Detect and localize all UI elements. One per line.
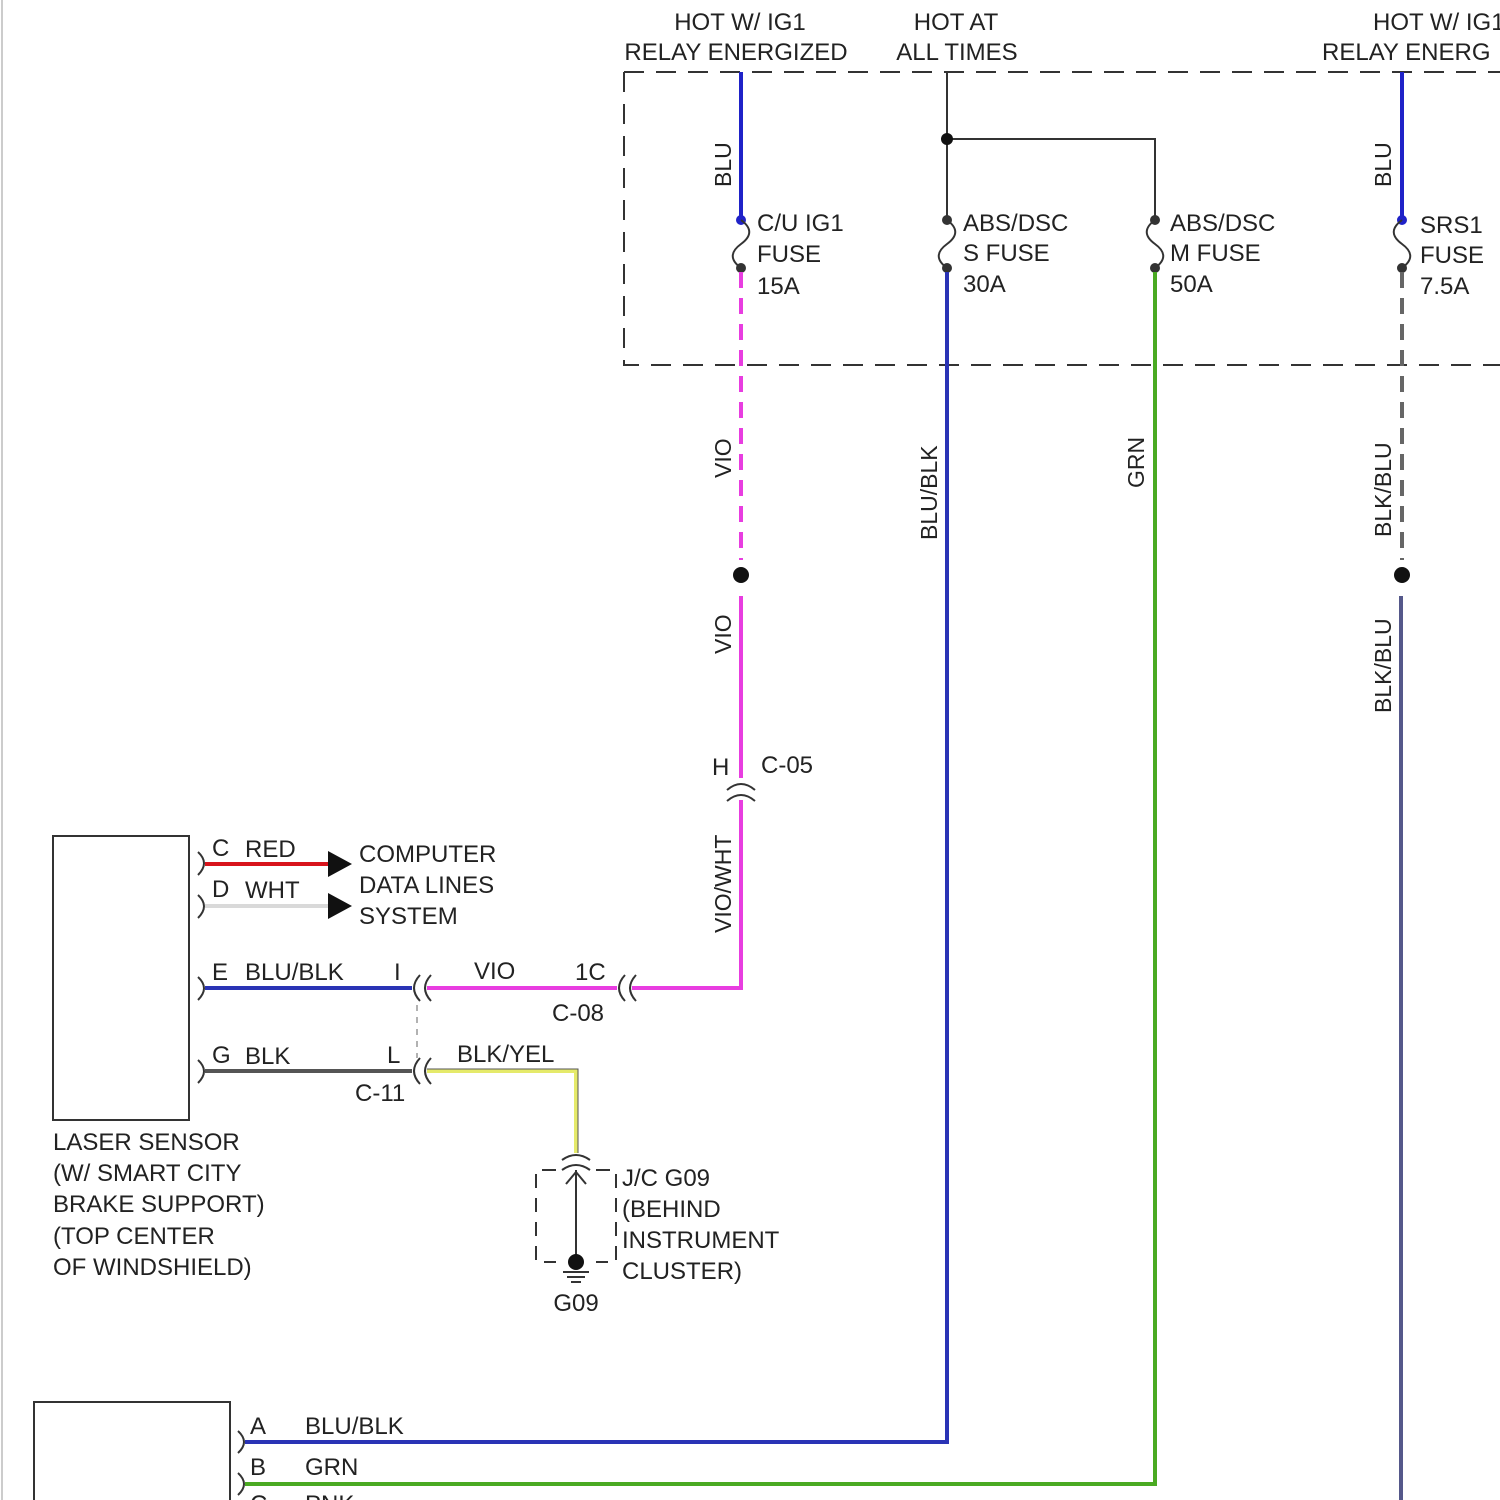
power-source-ig1-right: HOT W/ IG1 RELAY ENERG [1322, 9, 1500, 66]
junction-connector-symbol [562, 1155, 590, 1170]
pin-color-blk: BLK [245, 1043, 290, 1070]
pin-label-b: B [250, 1454, 266, 1481]
connector-pin-c08-left: I [394, 959, 401, 986]
wire-label-blu-left: BLU [710, 142, 736, 187]
wire-label-blu-right: BLU [1370, 142, 1396, 187]
junction-label-line2: (BEHIND [622, 1196, 721, 1223]
fuse-terminal [1397, 263, 1407, 273]
wire-blu-blk [245, 272, 947, 1442]
fuse-symbol-abs-dsc-m [1147, 220, 1164, 268]
connector-wire-c08: VIO [474, 958, 515, 985]
connector-symbol-c05 [727, 784, 755, 801]
fuse-label-srs1-line2: FUSE [1420, 242, 1484, 269]
wire-label-vio-upper: VIO [710, 438, 736, 478]
power-source-line2: RELAY ENERG [1322, 39, 1491, 66]
pin-label-a: A [250, 1413, 266, 1440]
fuse-label-cu-ig1-line3: 15A [757, 273, 800, 300]
pin-label-c: C [212, 835, 229, 862]
power-source-line1: HOT W/ IG1 [1373, 9, 1500, 36]
wire-label-grn: GRN [1123, 437, 1149, 488]
connector-wire-c11: BLK/YEL [457, 1041, 554, 1068]
splice-point [733, 567, 749, 583]
laser-sensor-label-line4: (TOP CENTER [53, 1223, 215, 1250]
pin-color-wht: WHT [245, 877, 300, 904]
laser-sensor-label-line5: OF WINDSHIELD) [53, 1254, 252, 1281]
fuse-terminal [736, 263, 746, 273]
fuse-label-cu-ig1-line1: C/U IG1 [757, 210, 844, 237]
power-source-line2: ALL TIMES [896, 39, 1017, 66]
power-source-hot-at-all-times: HOT AT ALL TIMES [896, 9, 1017, 66]
power-source-line2: RELAY ENERGIZED [624, 39, 847, 66]
connector-name-c11: C-11 [355, 1080, 405, 1107]
fuse-label-abs-dsc-m-line2: M FUSE [1170, 240, 1261, 267]
power-source-line1: HOT W/ IG1 [674, 9, 806, 36]
wire-label-vio-lower: VIO [710, 614, 736, 654]
pin-symbol [198, 977, 204, 1000]
junction-label-line3: INSTRUMENT [622, 1227, 780, 1254]
junction-label-line1: J/C G09 [622, 1165, 710, 1192]
fuse-label-srs1-line3: 7.5A [1420, 273, 1469, 300]
pin-label-g: G [212, 1042, 231, 1069]
splice-point [568, 1254, 584, 1270]
wire-hot-branch [947, 139, 1155, 220]
laser-sensor-label-line2: (W/ SMART CITY [53, 1160, 241, 1187]
data-lines-label-line1: COMPUTER [359, 841, 496, 868]
wire-label-blu-blk: BLU/BLK [916, 445, 942, 540]
arrow-icon [328, 851, 352, 877]
pin-symbol [198, 1060, 204, 1083]
fuse-label-cu-ig1-line2: FUSE [757, 241, 821, 268]
pin-symbol [238, 1431, 244, 1453]
wire-label-vio-wht: VIO/WHT [710, 835, 736, 933]
fuse-symbol-abs-dsc-s [939, 220, 956, 268]
bottom-module-box [34, 1402, 230, 1500]
pin-symbol [238, 1473, 244, 1495]
pin-color-grn-bottom: GRN [305, 1454, 358, 1481]
power-source-line1: HOT AT [914, 9, 999, 36]
splice-point [941, 133, 953, 145]
fuse-label-abs-dsc-s-line1: ABS/DSC [963, 210, 1068, 237]
pin-label-c-bottom: C [250, 1491, 267, 1500]
wire-label-blk-blu-upper: BLK/BLU [1370, 442, 1396, 537]
pin-color-blu-blk: BLU/BLK [245, 959, 344, 986]
data-lines-label-line3: SYSTEM [359, 903, 458, 930]
connector-name-c08: C-08 [552, 1000, 604, 1027]
fuse-terminal [1150, 263, 1160, 273]
wire-blk-yel-outline [427, 1069, 578, 1153]
fuse-symbol-cu-ig1 [733, 220, 750, 268]
fuse-label-abs-dsc-s-line2: S FUSE [963, 240, 1050, 267]
fuse-label-srs1-line1: SRS1 [1420, 212, 1483, 239]
ground-label: G09 [553, 1290, 598, 1317]
arrow-icon [328, 893, 352, 919]
wire-label-blk-blu-lower: BLK/BLU [1370, 618, 1396, 713]
pin-label-e: E [212, 959, 228, 986]
laser-sensor-label-line1: LASER SENSOR [53, 1129, 240, 1156]
laser-sensor-label-line3: BRAKE SUPPORT) [53, 1191, 265, 1218]
connector-pin-c05: H [712, 754, 729, 781]
pin-color-blu-blk-bottom: BLU/BLK [305, 1413, 404, 1440]
ground-icon [563, 1272, 589, 1282]
data-lines-label-line2: DATA LINES [359, 872, 494, 899]
fuse-label-abs-dsc-m-line3: 50A [1170, 271, 1213, 298]
pin-symbol [198, 852, 204, 875]
wire-blk-yel [427, 1071, 576, 1153]
fuse-symbol-srs1 [1394, 220, 1411, 268]
fuse-label-abs-dsc-s-line3: 30A [963, 271, 1006, 298]
pin-color-pnk-bottom: PNK [305, 1491, 354, 1500]
fuse-terminal [942, 263, 952, 273]
connector-name-c05: C-05 [761, 752, 813, 779]
connector-pin-c11: L [387, 1042, 400, 1069]
pin-label-d: D [212, 876, 229, 903]
laser-sensor-box [53, 836, 189, 1120]
fuse-label-abs-dsc-m-line1: ABS/DSC [1170, 210, 1275, 237]
splice-point [1394, 567, 1410, 583]
connector-pin-c08-right: 1C [575, 959, 606, 986]
pin-symbol [198, 895, 204, 918]
junction-label-line4: CLUSTER) [622, 1258, 742, 1285]
power-source-ig1-left: HOT W/ IG1 RELAY ENERGIZED [624, 9, 847, 66]
pin-color-red: RED [245, 836, 296, 863]
